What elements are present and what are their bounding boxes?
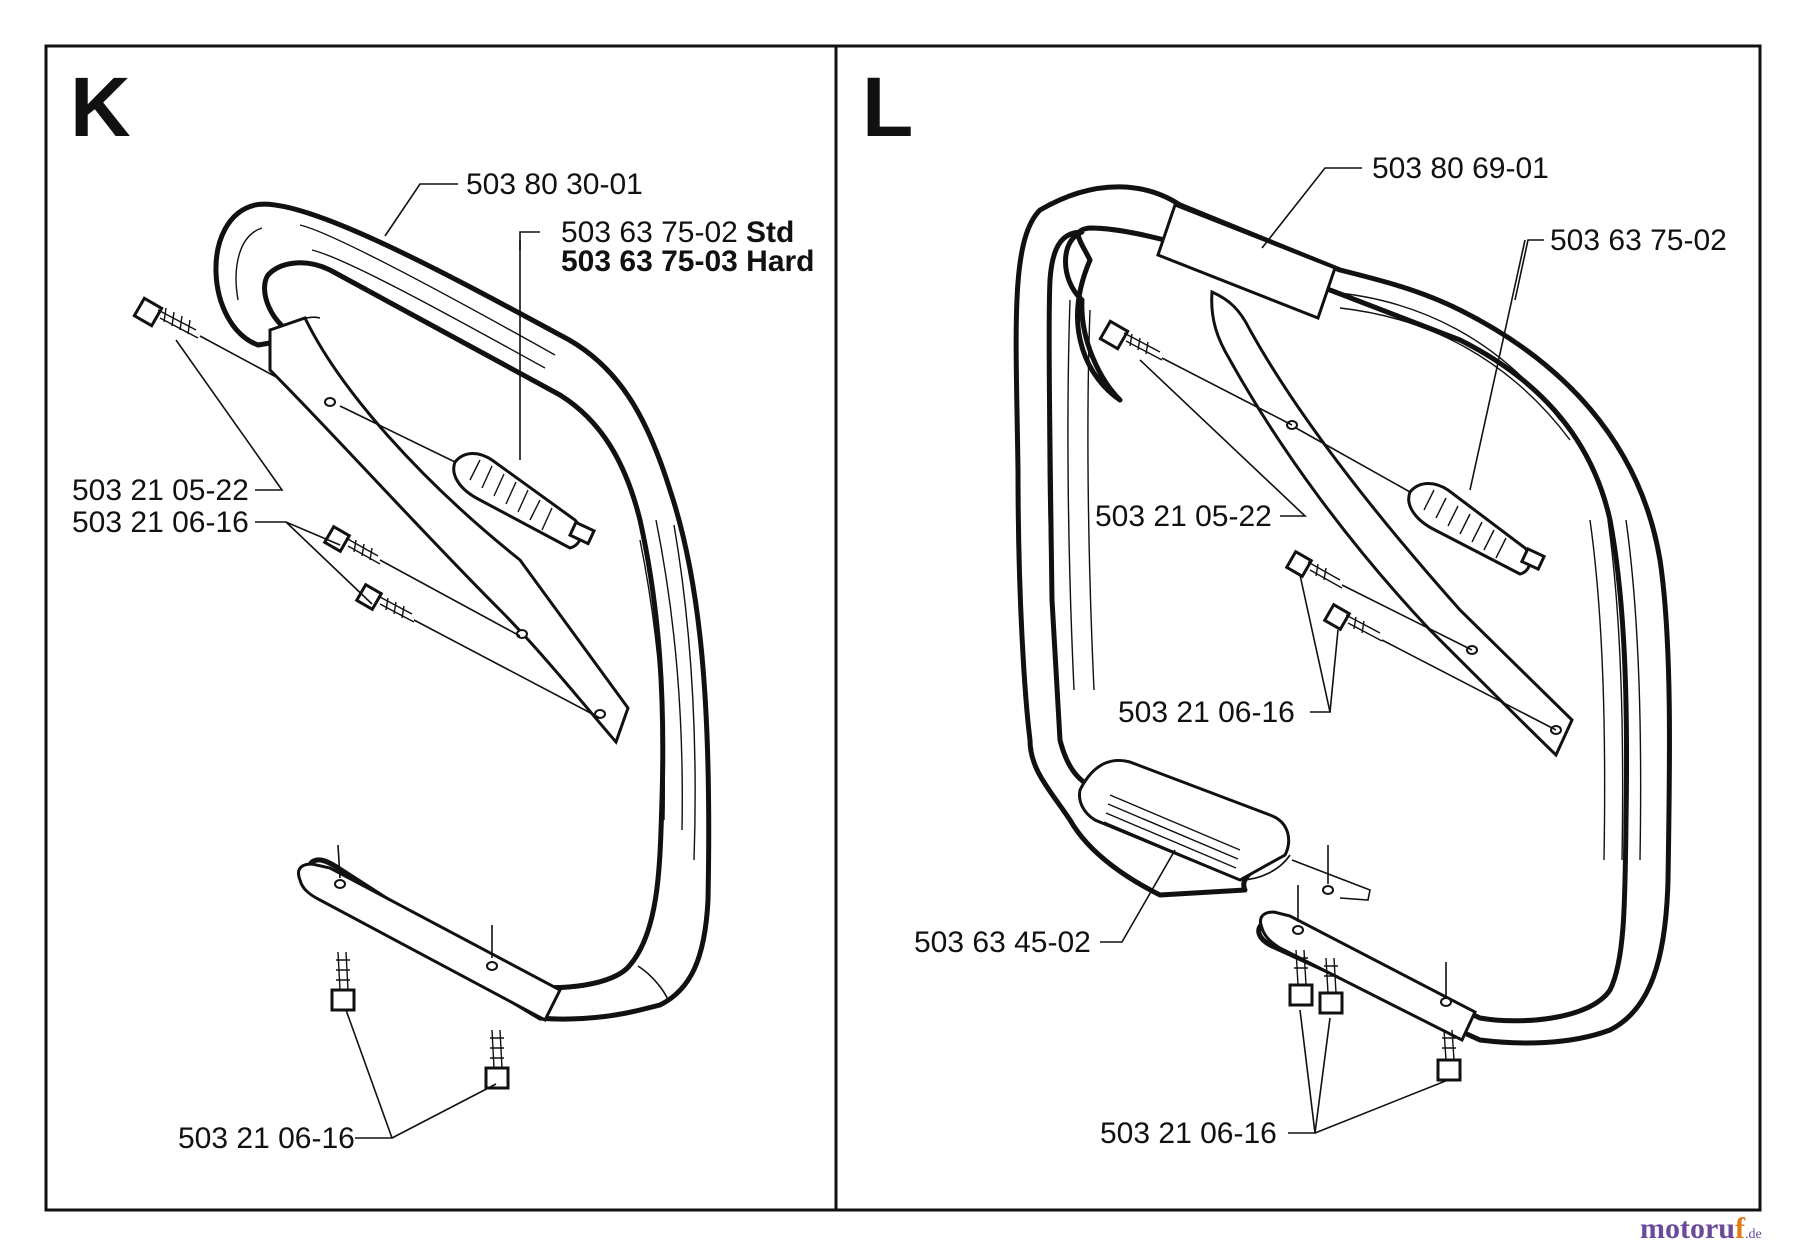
screw-k-top (132, 296, 279, 379)
label-l-screw-bottom: 503 21 06-16 (1100, 1117, 1277, 1150)
label-k-damper-hard: 503 63 75-03 Hard (561, 245, 815, 278)
label-l-grip: 503 63 45-02 (914, 926, 1091, 959)
label-k-screw-b: 503 21 06-16 (72, 506, 249, 539)
label-l-handle: 503 80 69-01 (1372, 152, 1549, 185)
screw-k-mid1 (322, 524, 521, 637)
label-l-screw-a: 503 21 05-22 (1095, 500, 1272, 533)
screw-k-bottom2 (484, 1029, 510, 1090)
panel-l-letter: L (862, 60, 913, 154)
panel-k-letter: K (70, 60, 131, 154)
screw-l-bottom3 (1436, 1029, 1462, 1082)
label-k-damper-std: 503 63 75-02 (561, 216, 738, 249)
front-handle-l (1013, 184, 1673, 1046)
screw-l-mid2 (1322, 602, 1557, 731)
panel-l: L (862, 60, 1727, 1150)
anti-vibration-damper-l (1295, 239, 1547, 576)
panel-k: K (70, 60, 815, 1155)
screw-l-top (1098, 319, 1293, 426)
label-k-handle: 503 80 30-01 (466, 168, 643, 201)
label-l-damper: 503 63 75-02 (1550, 224, 1727, 257)
label-k-screw-a: 503 21 05-22 (72, 474, 249, 507)
svg-text:motoruf.de: motoruf.de (1640, 1212, 1762, 1245)
leaders-l (1100, 167, 1544, 1134)
bottom-bracket-l (1259, 845, 1477, 1043)
label-l-screw-b: 503 21 06-16 (1118, 696, 1295, 729)
watermark-logo: motoruf.de (1640, 1212, 1762, 1245)
bottom-bracket-k (297, 844, 562, 1023)
leaders-k (175, 183, 540, 1139)
screw-l-bottom1 (1288, 949, 1314, 1007)
screw-k-mid2 (354, 582, 601, 719)
anti-vibration-damper-k (339, 240, 597, 550)
screw-k-bottom1 (330, 951, 356, 1012)
panel-l-frame (834, 44, 1762, 1212)
handle-strut-k (268, 316, 630, 745)
screw-l-bottom2 (1318, 957, 1344, 1015)
label-k-damper-std-tag: Std (746, 216, 794, 249)
screw-l-mid1 (1284, 549, 1473, 651)
label-k-screw-bottom: 503 21 06-16 (178, 1122, 355, 1155)
